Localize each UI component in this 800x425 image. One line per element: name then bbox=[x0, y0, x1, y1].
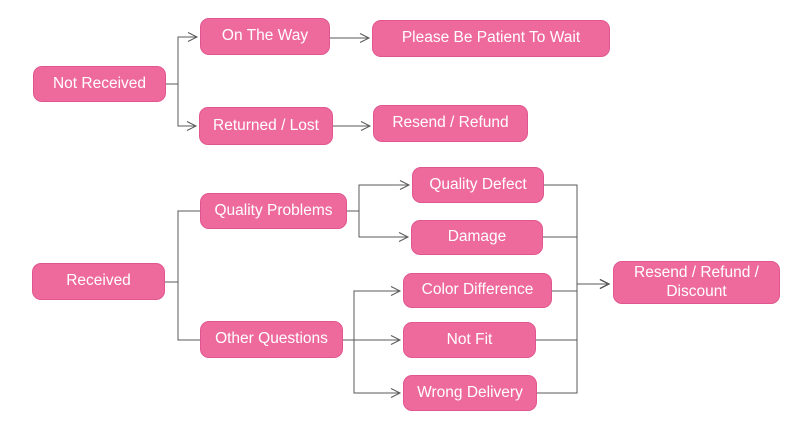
edge-quality-problems-to-quality-defect bbox=[347, 184, 409, 212]
node-wrong-delivery: Wrong Delivery bbox=[403, 375, 537, 411]
arrowhead-icon bbox=[359, 33, 371, 43]
node-resend-refund: Resend / Refund bbox=[373, 105, 528, 142]
edge-not-received-to-returned-lost bbox=[166, 83, 196, 127]
arrowhead-icon bbox=[390, 286, 402, 296]
edge-damage-to-resend-refund-discount bbox=[543, 236, 609, 285]
node-received: Received bbox=[32, 263, 165, 300]
arrowhead-icon bbox=[398, 232, 410, 242]
edge-received-to-other-questions bbox=[165, 281, 200, 341]
node-color-difference: Color Difference bbox=[403, 273, 552, 308]
edge-other-questions-to-wrong-delivery bbox=[343, 339, 400, 394]
node-damage: Damage bbox=[411, 220, 543, 255]
edge-color-difference-to-resend-refund-discount bbox=[552, 283, 609, 292]
arrowhead-icon bbox=[360, 121, 372, 131]
node-returned-lost: Returned / Lost bbox=[199, 107, 333, 145]
edge-quality-problems-to-damage bbox=[347, 210, 408, 238]
arrowhead-icon bbox=[399, 180, 411, 190]
node-quality-defect: Quality Defect bbox=[412, 167, 544, 203]
node-not-received: Not Received bbox=[33, 66, 166, 102]
arrowhead-icon bbox=[186, 121, 198, 131]
arrowhead-icon bbox=[187, 32, 199, 42]
arrowhead-icon bbox=[390, 388, 402, 398]
arrowhead-icon bbox=[390, 335, 402, 345]
node-please-be-patient: Please Be Patient To Wait bbox=[372, 20, 610, 57]
edge-wrong-delivery-to-resend-refund-discount bbox=[537, 283, 609, 394]
node-resend-refund-discount: Resend / Refund / Discount bbox=[613, 261, 780, 304]
edge-received-to-quality-problems bbox=[165, 210, 200, 283]
node-not-fit: Not Fit bbox=[403, 322, 536, 358]
node-other-questions: Other Questions bbox=[200, 321, 343, 358]
edge-other-questions-to-color-difference bbox=[343, 290, 400, 341]
arrowhead-icon bbox=[599, 279, 611, 289]
edge-not-received-to-on-the-way bbox=[166, 36, 197, 85]
node-on-the-way: On The Way bbox=[200, 18, 330, 55]
node-quality-problems: Quality Problems bbox=[200, 193, 347, 229]
